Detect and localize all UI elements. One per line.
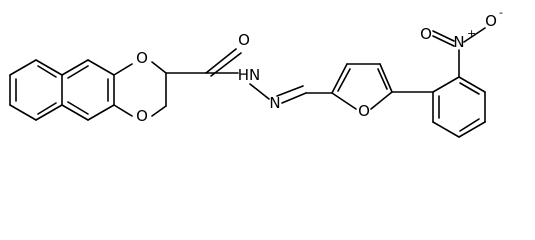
hydrazide-nh: HN bbox=[238, 66, 261, 84]
carbonyl-oxygen: O bbox=[238, 31, 250, 49]
nitrophenyl-ring bbox=[432, 76, 486, 138]
furan-oxygen: O bbox=[358, 102, 370, 120]
furan-ring bbox=[331, 63, 393, 110]
nitro-nitrogen-charge: + bbox=[467, 27, 476, 40]
naphthalene-ring-left bbox=[9, 59, 63, 121]
nitro-oxygen-double: O bbox=[420, 25, 432, 43]
nitro-oxygen-anion: O bbox=[485, 12, 497, 30]
hydrazone-chain bbox=[165, 48, 333, 104]
dioxane-ring bbox=[113, 61, 167, 117]
hydrazone-nitrogen: N bbox=[269, 94, 280, 112]
nitro-group bbox=[432, 27, 486, 78]
nitro-oxygen-charge: - bbox=[499, 6, 503, 19]
structural-formula: O O O HN N O N + O - O bbox=[9, 6, 503, 138]
dioxane-oxygen-bottom: O bbox=[136, 107, 148, 125]
nitro-nitrogen: N bbox=[453, 33, 464, 51]
naphthalene-ring-middle bbox=[61, 59, 115, 121]
structure-canvas: O O O HN N O N + O - O bbox=[9, 6, 503, 138]
dioxane-oxygen-top: O bbox=[136, 49, 148, 67]
